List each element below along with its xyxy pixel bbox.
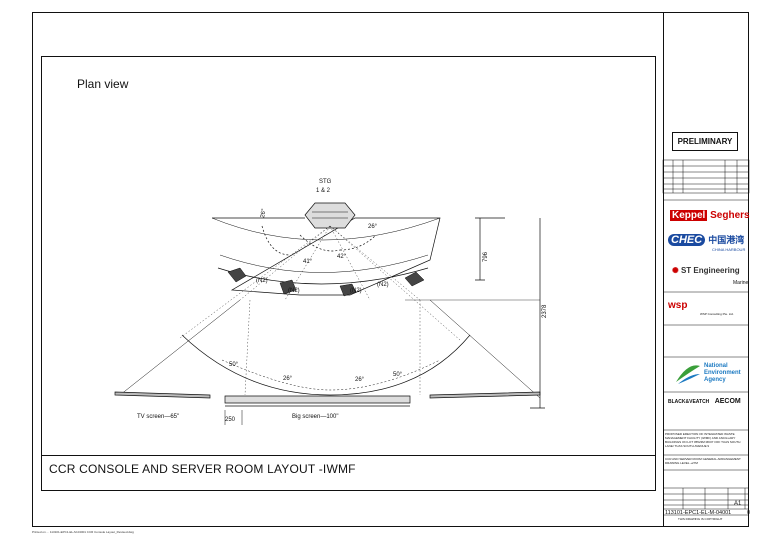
dim-2378: 2378 xyxy=(542,304,548,318)
nea-line-3: Agency xyxy=(704,377,726,383)
workstation-label-4: (N2) xyxy=(377,282,389,288)
st-sub: Marine xyxy=(733,280,749,286)
angle-26-right: 26° xyxy=(368,224,378,230)
drawing-sheet-border xyxy=(32,12,749,527)
st-mark-icon: ✺ xyxy=(672,266,679,275)
project-description: PROPOSED ERECTION OF INTEGRATED WASTE MA… xyxy=(665,432,741,448)
angle-42: 42° xyxy=(337,254,347,260)
big-screen-label: Big screen—100" xyxy=(292,414,339,420)
aecom-text: AECOM xyxy=(714,398,741,405)
print-footnote: Printed on ... 113101-EPC1-EL-M-04001 CC… xyxy=(32,530,134,534)
drawing-title: CCR CONSOLE AND SERVER ROOM LAYOUT -IWMF xyxy=(49,462,356,476)
revision-number: 0 xyxy=(747,510,751,516)
workstation-label-3: (N2) xyxy=(350,288,362,294)
bv-aecom-logos: BLACK&VEATCH AECOM xyxy=(668,398,741,405)
copyright-note: THIS DRAWING IS COPYRIGHT xyxy=(678,517,723,521)
stg-label: STG xyxy=(319,179,332,185)
title-block xyxy=(663,12,749,527)
dim-250: 250 xyxy=(225,417,236,423)
seghers-text: Seghers xyxy=(710,210,750,221)
drawing-description: CCR AND SERVER ROOM GENERAL ARRANGEMENT … xyxy=(665,457,741,465)
blackveatch-text: BLACK&VEATCH xyxy=(668,399,710,405)
angle-50-left: 50° xyxy=(229,362,239,368)
tv-screen-label: TV screen—65" xyxy=(137,414,179,420)
stg-sub-label: 1 & 2 xyxy=(316,188,331,194)
preliminary-stamp: PRELIMINARY xyxy=(672,132,738,151)
nea-logo xyxy=(674,362,702,386)
view-label: Plan view xyxy=(77,77,129,91)
keppel-logo: Keppel Seghers xyxy=(670,210,750,221)
drawing-number: 113101-EPC1-EL-M-04001 xyxy=(665,510,732,516)
wsp-name: WSP Consulting Pte. Ltd. xyxy=(700,312,734,316)
title-bar: CCR CONSOLE AND SERVER ROOM LAYOUT -IWMF xyxy=(41,455,656,491)
chec-logo: CHEC 中国港湾 xyxy=(668,233,744,246)
workstation-label-1: (N2) xyxy=(256,278,268,284)
drawing-frame xyxy=(41,56,656,491)
scale-value: A1 xyxy=(734,501,742,507)
nea-leaf-icon xyxy=(676,365,700,384)
angle-41: 41° xyxy=(303,259,313,265)
chec-cn-text: 中国港湾 xyxy=(708,235,745,245)
angle-26-top: 26° xyxy=(260,208,268,219)
angle-50-right: 50° xyxy=(393,372,403,378)
keppel-text: Keppel xyxy=(670,210,708,221)
st-engineering-logo: ✺ ST Engineering xyxy=(672,266,740,275)
dim-796: 796 xyxy=(483,251,489,262)
chec-text: CHEC xyxy=(668,234,706,246)
angle-26-right-low: 26° xyxy=(355,377,365,383)
nea-line-2: Environment xyxy=(704,370,741,376)
nea-line-1: National xyxy=(704,363,728,369)
chec-sub: CHINA HARBOUR xyxy=(712,247,746,252)
st-text: ST Engineering xyxy=(680,266,740,275)
angle-26-left: 26° xyxy=(283,376,293,382)
wsp-logo: wsp xyxy=(668,300,688,311)
workstation-label-2: (N2) xyxy=(288,288,300,294)
nea-text: National Environment Agency xyxy=(704,363,741,384)
